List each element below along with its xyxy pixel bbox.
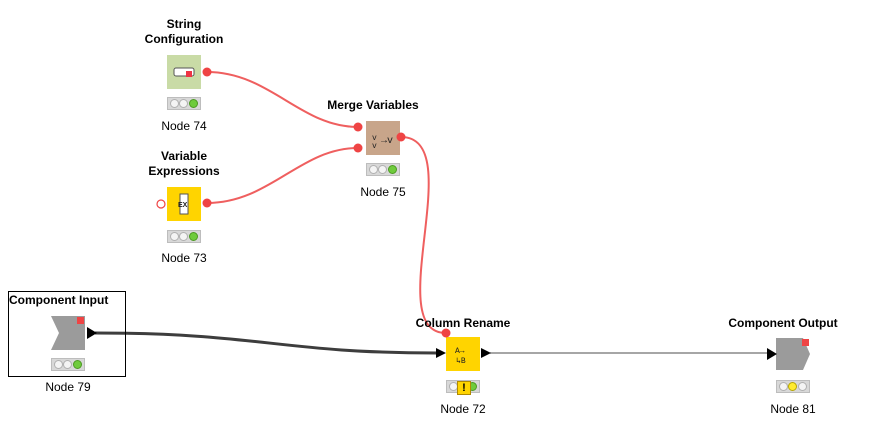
node-73-status: [167, 230, 201, 243]
node-79-status: [51, 358, 85, 371]
title-line: Expressions: [148, 164, 220, 178]
flow-variable-port[interactable]: [802, 339, 809, 346]
status-light-green: [387, 165, 397, 174]
status-light-yellow: [63, 360, 73, 369]
string-input-dot: [186, 71, 192, 77]
node-string-configuration[interactable]: [167, 55, 212, 89]
status-light-green: [797, 382, 807, 391]
title-line: String: [166, 17, 202, 31]
node-73-label[interactable]: Node 73: [161, 251, 207, 265]
status-light-yellow: [788, 382, 798, 391]
svg-text:v: v: [372, 142, 377, 151]
svg-text:→v: →v: [381, 136, 393, 147]
warning-icon[interactable]: !: [457, 381, 471, 395]
status-light-red: [54, 360, 64, 369]
status-light-yellow: [179, 232, 189, 241]
table-in-port[interactable]: [767, 348, 777, 360]
node-74-title: String Configuration: [134, 17, 234, 47]
status-light-red: [170, 232, 180, 241]
status-light-yellow: [179, 99, 189, 108]
flow-variable-in-port-1[interactable]: [353, 122, 363, 132]
svg-text:↳B: ↳B: [456, 357, 466, 366]
node-variable-expressions[interactable]: EX: [156, 187, 212, 221]
node-72-title: Column Rename: [415, 316, 511, 330]
component-output-shape: [776, 338, 810, 370]
component-input-shape: [51, 316, 85, 350]
node-merge-variables[interactable]: v v →v: [353, 121, 406, 155]
table-out-port[interactable]: [87, 327, 97, 339]
status-light-green: [72, 360, 82, 369]
table-in-port[interactable]: [436, 348, 446, 358]
flow-variable-in-port[interactable]: [156, 199, 166, 209]
node-79-label[interactable]: Node 79: [45, 380, 91, 394]
status-light-yellow: [378, 165, 388, 174]
node-75-label[interactable]: Node 75: [360, 185, 406, 199]
status-light-green: [188, 232, 198, 241]
node-74-status: [167, 97, 201, 110]
node-73-title: Variable Expressions: [124, 149, 244, 179]
status-light-red: [170, 99, 180, 108]
title-line: Variable: [160, 149, 208, 163]
flow-variable-out-port[interactable]: [396, 132, 406, 142]
node-74-label[interactable]: Node 74: [161, 119, 207, 133]
node-75-status: [366, 163, 400, 176]
node-81-status: [776, 380, 810, 393]
flow-variable-out-port[interactable]: [202, 198, 212, 208]
status-light-green: [188, 99, 198, 108]
rename-icon: A→: [455, 347, 465, 356]
expression-icon: [179, 193, 189, 215]
node-component-input[interactable]: [51, 316, 97, 350]
connection-75-to-72[interactable]: [400, 136, 447, 334]
node-81-title: Component Output: [728, 316, 838, 330]
status-light-red: [369, 165, 379, 174]
flow-variable-out-port[interactable]: [202, 67, 212, 77]
node-79-title: Component Input: [9, 293, 109, 307]
merge-variables-icon: v: [372, 134, 377, 143]
connection-73-to-75[interactable]: [206, 147, 359, 204]
flow-variable-port[interactable]: [77, 317, 84, 324]
node-75-title: Merge Variables: [327, 98, 419, 112]
flow-variable-in-port-2[interactable]: [353, 143, 363, 153]
node-component-output[interactable]: [767, 338, 810, 370]
connection-79-to-72[interactable]: [94, 331, 438, 355]
title-line: Configuration: [144, 32, 224, 46]
svg-text:EX: EX: [178, 202, 188, 209]
status-light-red: [779, 382, 789, 391]
connection-74-to-75[interactable]: [206, 71, 359, 128]
flow-variable-in-port[interactable]: [441, 328, 451, 338]
node-column-rename[interactable]: A→ ↳B: [436, 328, 491, 372]
node-selection-box: [8, 291, 126, 377]
node-72-label[interactable]: Node 72: [440, 402, 486, 416]
table-out-port[interactable]: [481, 348, 491, 358]
node-81-label[interactable]: Node 81: [770, 402, 816, 416]
